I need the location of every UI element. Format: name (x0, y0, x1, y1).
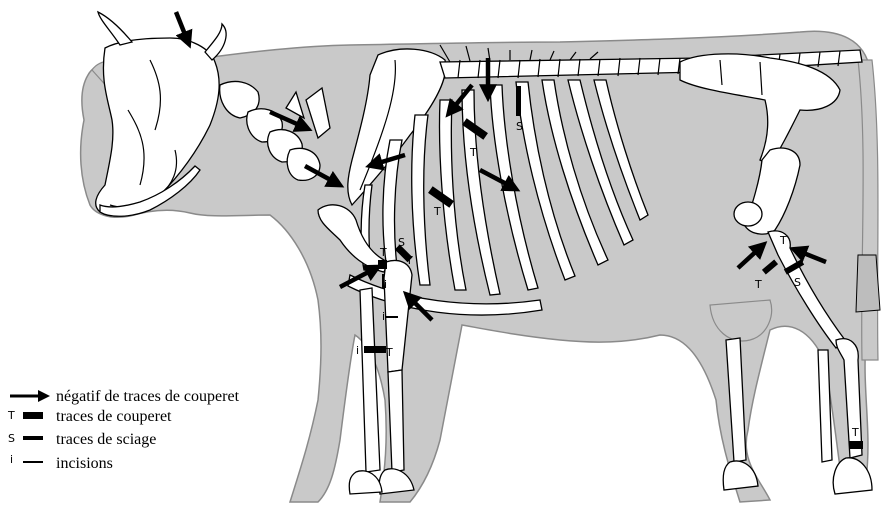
legend-arrow-text: négatif de traces de couperet (56, 388, 240, 405)
legend-incision-letter: i (10, 453, 13, 466)
front-hoof-back (349, 471, 382, 494)
label-i-radius: i (382, 310, 385, 323)
legend-row-saw: S traces de sciage (8, 431, 156, 448)
horn-left (98, 12, 132, 45)
legend-saw-text: traces de sciage (56, 431, 156, 448)
label-s-elbow: S (398, 236, 405, 249)
i-line-radius (386, 316, 398, 318)
legend-saw-letter: S (8, 432, 15, 445)
legend-row-arrow: négatif de traces de couperet (10, 388, 240, 405)
t-bar-hock (849, 441, 863, 449)
legend-incision-text: incisions (56, 455, 113, 472)
label-i-metacarpal: i (356, 344, 359, 357)
legend-row-incision: i incisions (10, 453, 113, 472)
t-bar-radius (364, 346, 386, 353)
label-t-stifle: T (754, 278, 762, 291)
label-t-elbow: T (379, 246, 387, 259)
s-bar-spine (516, 86, 521, 116)
hind-hoof-left (723, 461, 758, 490)
label-t-rib2: T (433, 205, 441, 218)
tail-tuft (856, 255, 880, 312)
label-s-spine: S (516, 120, 523, 133)
label-t-hock: T (851, 426, 859, 439)
t-bar-elbow (378, 260, 387, 269)
arrow-skull (176, 12, 188, 42)
label-s-stifle: S (794, 276, 801, 289)
legend-cleaver-text: traces de couperet (56, 408, 172, 425)
label-i-humerus: i (384, 278, 387, 291)
legend-row-cleaver: T traces de couperet (7, 408, 172, 425)
label-t-metacarpal: T (385, 346, 393, 359)
label-t-elbow2: T (405, 254, 413, 267)
legend: négatif de traces de couperet T traces d… (7, 388, 240, 472)
legend-cleaver-letter: T (7, 409, 15, 422)
horn-right (205, 24, 226, 60)
label-t-stifle-top: T (779, 234, 787, 247)
patella (734, 202, 762, 226)
label-t-rib1: T (469, 146, 477, 159)
